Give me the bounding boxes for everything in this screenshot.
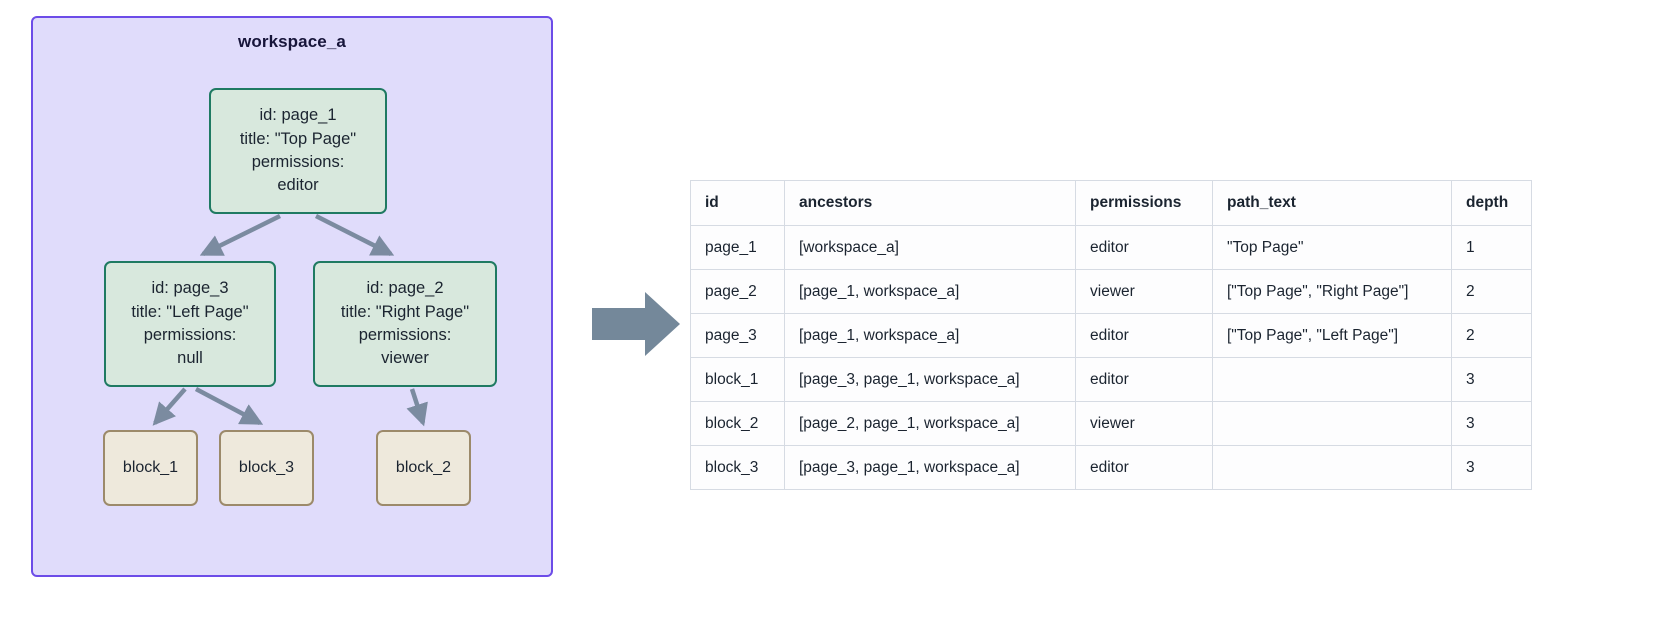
cell-ancestors: [workspace_a] [784, 225, 1076, 270]
node-page_2-line-1: title: "Right Page" [340, 302, 470, 321]
cell-depth: 1 [1451, 225, 1532, 270]
node-page_2-line-2: permissions: [358, 326, 452, 344]
node-page_3-line-3: null [177, 349, 203, 368]
cell-depth: 2 [1451, 269, 1532, 314]
cell-path_text [1212, 401, 1452, 446]
node-block_2[interactable]: block_2 [376, 430, 471, 506]
edge-page_1-to-page_2 [314, 213, 395, 257]
node-block_1-label: block_1 [122, 459, 179, 476]
cell-ancestors: [page_1, workspace_a] [784, 269, 1076, 314]
node-page_2[interactable]: id: page_2 title: "Right Page" permissio… [313, 261, 497, 387]
table-row[interactable]: block_2 [page_2, page_1, workspace_a] vi… [690, 401, 1532, 446]
table-row[interactable]: block_3 [page_3, page_1, workspace_a] ed… [690, 445, 1532, 490]
edge-page_1-to-page_3 [199, 213, 281, 257]
result-table: id ancestors permissions path_text depth… [690, 180, 1532, 490]
table-row[interactable]: block_1 [page_3, page_1, workspace_a] ed… [690, 357, 1532, 402]
cell-permissions: viewer [1075, 401, 1213, 446]
cell-permissions: editor [1075, 357, 1213, 402]
edge-page_2-to-block_2 [406, 388, 428, 427]
node-page_1[interactable]: id: page_1 title: "Top Page" permissions… [209, 88, 387, 214]
workspace-container: workspace_a id: page_1 title: "Top Page"… [31, 16, 553, 577]
cell-id: block_3 [690, 445, 785, 490]
column-header-path_text[interactable]: path_text [1212, 180, 1452, 226]
node-page_1-line-1: title: "Top Page" [239, 129, 357, 148]
cell-path_text: "Top Page" [1212, 225, 1452, 270]
cell-permissions: viewer [1075, 269, 1213, 314]
cell-path_text [1212, 357, 1452, 402]
node-block_1[interactable]: block_1 [103, 430, 198, 506]
table-row[interactable]: page_1 [workspace_a] editor "Top Page" 1 [690, 225, 1532, 270]
node-page_3-line-2: permissions: [143, 326, 237, 344]
cell-path_text: ["Top Page", "Left Page"] [1212, 313, 1452, 358]
table-header-row: id ancestors permissions path_text depth [690, 180, 1532, 226]
cell-permissions: editor [1075, 313, 1213, 358]
node-page_3[interactable]: id: page_3 title: "Left Page" permission… [104, 261, 276, 387]
column-header-ancestors[interactable]: ancestors [784, 180, 1076, 226]
node-page_2-line-0: id: page_2 [366, 279, 444, 298]
right-arrow-icon [592, 292, 680, 356]
cell-depth: 3 [1451, 357, 1532, 402]
cell-ancestors: [page_1, workspace_a] [784, 313, 1076, 358]
workspace-title: workspace_a [238, 32, 346, 51]
node-page_3-line-0: id: page_3 [151, 279, 229, 298]
node-page_2-line-3: viewer [381, 349, 429, 368]
cell-depth: 3 [1451, 445, 1532, 490]
cell-permissions: editor [1075, 445, 1213, 490]
cell-depth: 3 [1451, 401, 1532, 446]
edge-page_3-to-block_1 [152, 387, 187, 426]
cell-permissions: editor [1075, 225, 1213, 270]
cell-depth: 2 [1451, 313, 1532, 358]
cell-ancestors: [page_2, page_1, workspace_a] [784, 401, 1076, 446]
table-row[interactable]: page_3 [page_1, workspace_a] editor ["To… [690, 313, 1532, 358]
table-row[interactable]: page_2 [page_1, workspace_a] viewer ["To… [690, 269, 1532, 314]
node-page_1-line-2: permissions: [251, 153, 345, 171]
cell-path_text: ["Top Page", "Right Page"] [1212, 269, 1452, 314]
node-page_1-line-0: id: page_1 [259, 106, 337, 125]
cell-id: page_2 [690, 269, 785, 314]
node-block_3[interactable]: block_3 [219, 430, 314, 506]
node-page_3-line-1: title: "Left Page" [131, 302, 249, 321]
cell-id: block_2 [690, 401, 785, 446]
column-header-depth[interactable]: depth [1451, 180, 1532, 226]
column-header-id[interactable]: id [690, 180, 785, 226]
node-page_1-line-3: editor [277, 176, 319, 195]
cell-path_text [1212, 445, 1452, 490]
node-block_2-label: block_2 [395, 459, 452, 476]
edge-page_3-to-block_3 [194, 387, 264, 425]
cell-id: page_1 [690, 225, 785, 270]
cell-id: block_1 [690, 357, 785, 402]
cell-id: page_3 [690, 313, 785, 358]
cell-ancestors: [page_3, page_1, workspace_a] [784, 445, 1076, 490]
cell-ancestors: [page_3, page_1, workspace_a] [784, 357, 1076, 402]
column-header-permissions[interactable]: permissions [1075, 180, 1213, 226]
node-block_3-label: block_3 [238, 459, 295, 476]
